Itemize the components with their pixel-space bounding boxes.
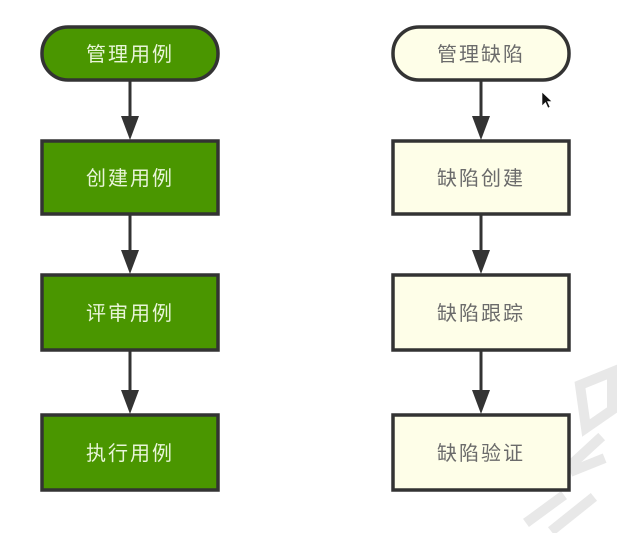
node-label: 缺陷验证 [437, 441, 525, 465]
node-label: 创建用例 [86, 166, 174, 190]
node-create-defect[interactable]: 缺陷创建 [391, 139, 571, 216]
edge-review-to-execute [121, 350, 139, 414]
edge-create-to-review [121, 214, 139, 274]
node-review-cases[interactable]: 评审用例 [40, 273, 220, 352]
edge-manage-to-create [121, 80, 139, 140]
node-manage-defects[interactable]: 管理缺陷 [391, 25, 571, 82]
test-case-flow: 管理用例 创建用例 评审用例 执行用例 [40, 25, 220, 492]
node-label: 管理缺陷 [437, 42, 525, 66]
node-execute-cases[interactable]: 执行用例 [40, 413, 220, 492]
node-track-defect[interactable]: 缺陷跟踪 [391, 273, 571, 352]
edge-manage-to-create-defect [472, 80, 490, 140]
edge-create-to-track-defect [472, 214, 490, 274]
watermark [523, 364, 617, 533]
node-label: 缺陷跟踪 [437, 301, 525, 325]
node-label: 管理用例 [86, 42, 174, 66]
node-label: 评审用例 [86, 301, 174, 325]
node-label: 执行用例 [86, 441, 174, 465]
node-label: 缺陷创建 [437, 166, 525, 190]
node-manage-cases[interactable]: 管理用例 [40, 25, 220, 82]
node-create-cases[interactable]: 创建用例 [40, 139, 220, 216]
edge-track-to-verify-defect [472, 350, 490, 414]
mouse-cursor-icon [541, 91, 553, 109]
node-verify-defect[interactable]: 缺陷验证 [391, 413, 571, 492]
defect-flow: 管理缺陷 缺陷创建 缺陷跟踪 缺陷验证 [391, 25, 571, 492]
